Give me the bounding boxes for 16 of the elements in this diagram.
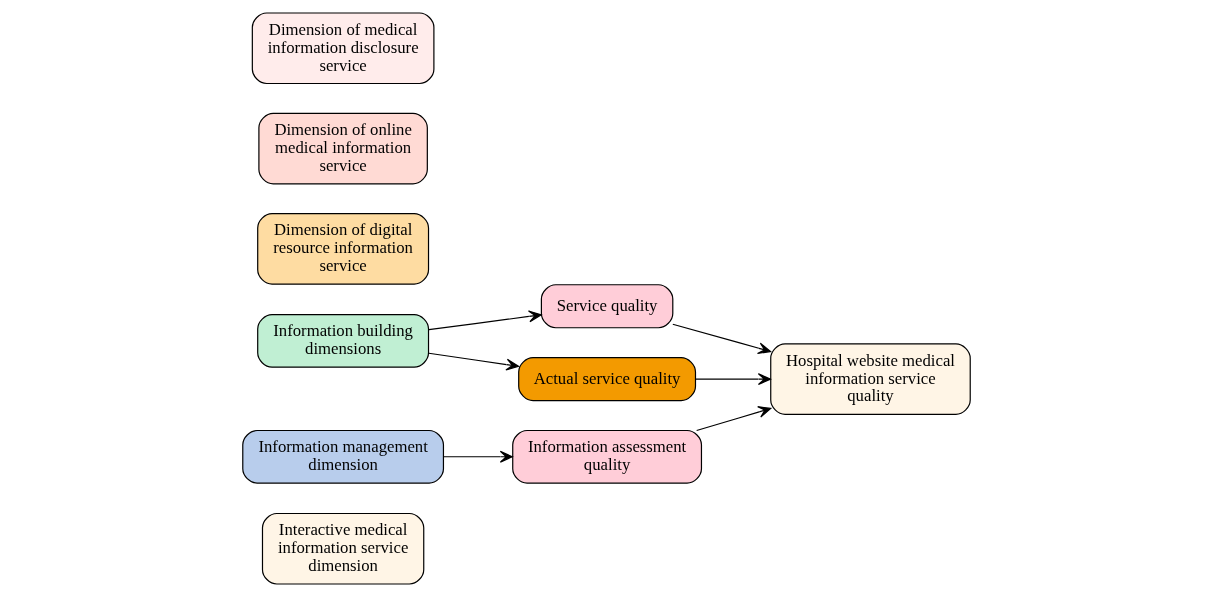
node-box: Hospital website medical information service quality xyxy=(769,343,971,415)
arrow xyxy=(695,406,771,432)
node-box: Interactive medical information service dimension xyxy=(261,512,424,585)
arrow xyxy=(427,310,542,331)
arrow xyxy=(694,373,771,386)
node-box: Actual service quality xyxy=(517,357,696,402)
node-box: Information assessment quality xyxy=(511,429,702,484)
node-box: Information management dimension xyxy=(241,429,444,484)
node-box: Dimension of medical information disclosure service xyxy=(251,12,434,85)
node-box: Dimension of digital resource information service xyxy=(256,213,429,285)
arrow xyxy=(427,352,519,371)
node-box: Information building dimensions xyxy=(256,314,429,368)
node-box: Service quality xyxy=(540,284,673,329)
arrow xyxy=(671,323,771,355)
node-box: Dimension of online medical information service xyxy=(257,112,428,185)
arrow xyxy=(442,450,513,463)
